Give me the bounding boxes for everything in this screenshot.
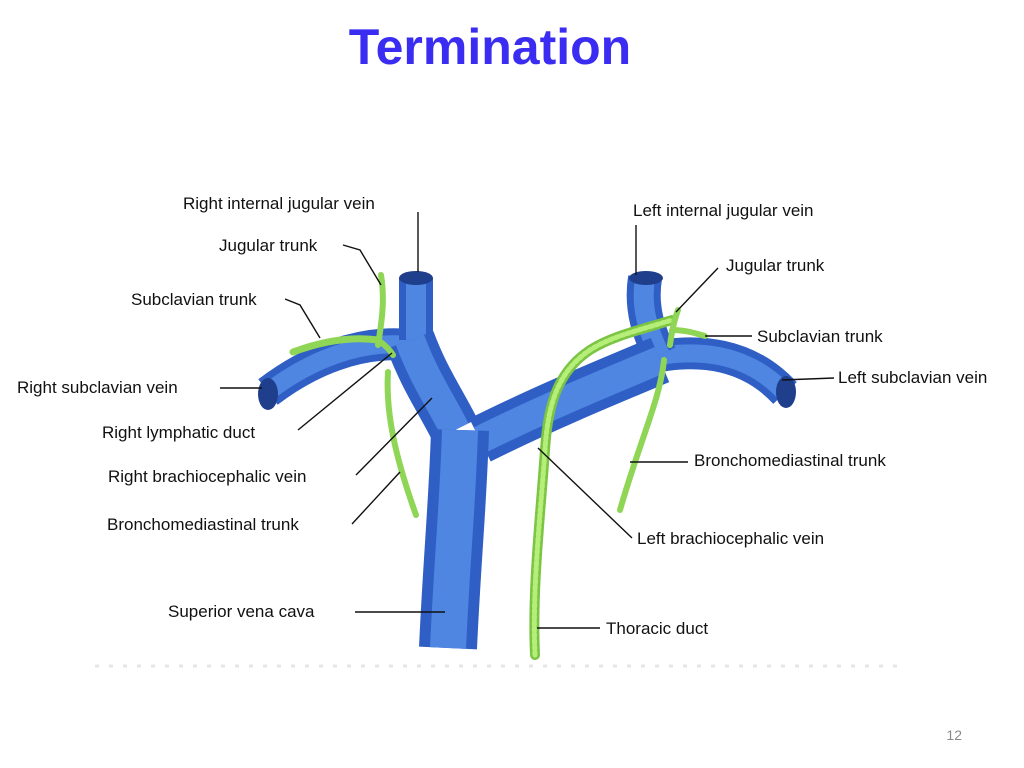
label-right-lymphatic-duct: Right lymphatic duct [102, 423, 255, 442]
label-left-brachiocephalic-vein: Left brachiocephalic vein [637, 529, 824, 548]
label-subclavian-trunk-left: Subclavian trunk [757, 327, 883, 346]
left-jugular-trunk [667, 307, 681, 348]
label-jugular-trunk-right: Jugular trunk [219, 236, 318, 255]
left-subclavian-trunk [669, 327, 708, 339]
label-right-internal-jugular-vein: Right internal jugular vein [183, 194, 375, 213]
lymphatics [289, 272, 708, 660]
left-jugular-opening [629, 271, 663, 285]
label-thoracic-duct: Thoracic duct [606, 619, 708, 638]
right-subclavian-trunk [289, 335, 382, 356]
left-subclavian-vein-opening [776, 376, 796, 408]
right-jugular-opening [399, 271, 433, 285]
label-jugular-trunk-left: Jugular trunk [726, 256, 825, 275]
label-bronchomediastinal-trunk-left: Bronchomediastinal trunk [694, 451, 886, 470]
veins [258, 271, 797, 650]
label-left-subclavian-vein: Left subclavian vein [838, 368, 987, 387]
labels: Right internal jugular vein Jugular trun… [17, 194, 987, 638]
label-bronchomediastinal-trunk-right: Bronchomediastinal trunk [107, 515, 299, 534]
right-jugular-trunk [375, 272, 386, 348]
right-bronchomediastinal-trunk [384, 369, 419, 518]
label-right-subclavian-vein: Right subclavian vein [17, 378, 178, 397]
right-subclavian-vein-opening [258, 378, 278, 410]
leader-lines [220, 212, 835, 629]
label-right-brachiocephalic-vein: Right brachiocephalic vein [108, 467, 306, 486]
slide-title: Termination [348, 19, 632, 75]
page-number: 12 [946, 727, 962, 743]
label-left-internal-jugular-vein: Left internal jugular vein [633, 201, 814, 220]
label-superior-vena-cava: Superior vena cava [168, 602, 315, 621]
label-subclavian-trunk-right: Subclavian trunk [131, 290, 257, 309]
left-bronchomediastinal-trunk [617, 357, 667, 513]
